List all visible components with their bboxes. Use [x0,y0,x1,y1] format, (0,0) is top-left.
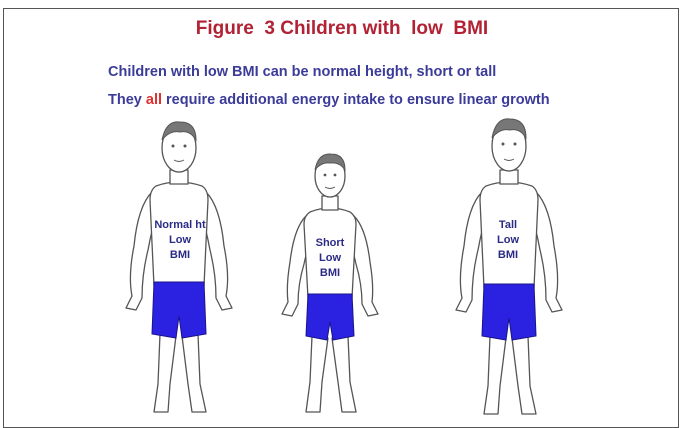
caption-line-2-start: They [108,92,146,108]
child-label-line-3: BMI [468,248,548,263]
caption-line-1: Children with low BMI can be normal heig… [108,64,496,80]
child-label-line-1: Normal ht [140,218,220,233]
child-figure-tall [432,114,582,415]
caption-highlight-all: all [146,92,162,108]
child-label-line-3: BMI [290,266,370,281]
child-label-line-3: BMI [140,248,220,263]
child-label-line-2: Low [290,251,370,266]
child-label-normal-height: Normal ht Low BMI [140,218,220,263]
child-label-line-2: Low [468,233,548,248]
caption-line-2: They all require additional energy intak… [108,92,550,108]
child-label-line-1: Tall [468,218,548,233]
shorts-shape [306,294,354,340]
child-figure-short [270,150,390,415]
figure-title: Figure 3 Children with low BMI [0,18,684,40]
child-label-tall: Tall Low BMI [468,218,548,263]
child-label-short: Short Low BMI [290,236,370,281]
child-label-line-2: Low [140,233,220,248]
child-label-line-1: Short [290,236,370,251]
child-figure-normal-height [108,116,248,416]
shorts-shape [152,282,206,338]
caption-line-2-end: require additional energy intake to ensu… [162,92,550,108]
shorts-shape [482,284,536,340]
